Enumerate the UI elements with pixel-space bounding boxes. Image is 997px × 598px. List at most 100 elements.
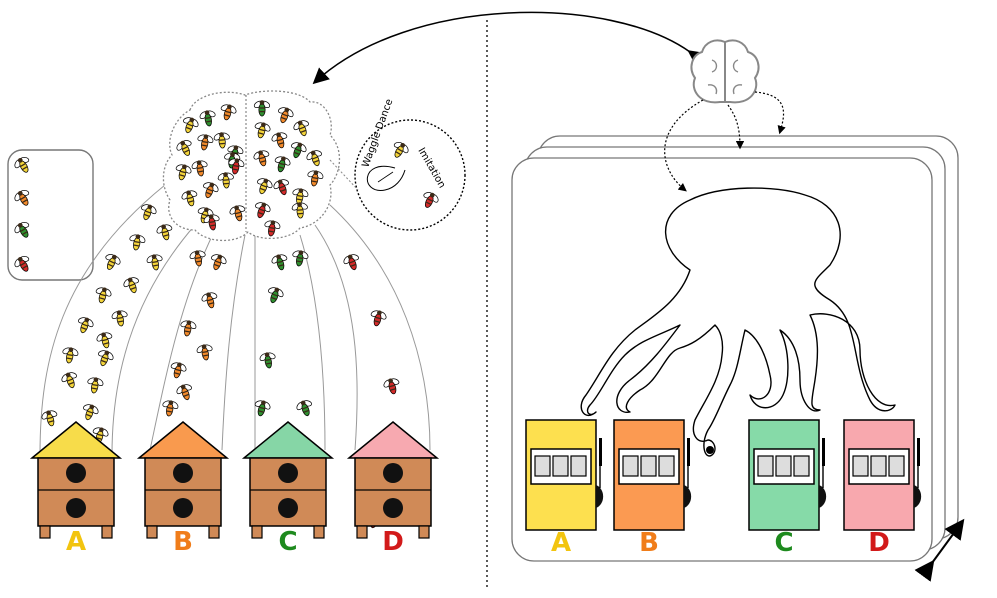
resize-arrow (914, 518, 965, 582)
slot-label-c: C (774, 528, 794, 558)
bee-icon (14, 157, 30, 173)
bee-icon (14, 190, 30, 206)
bee-icon (199, 110, 216, 127)
slot-machine-a (525, 419, 604, 531)
bee-icon (41, 410, 58, 427)
bee-icon (255, 202, 271, 219)
bee-icon (14, 222, 30, 238)
bee-icon (213, 132, 230, 149)
bee-icon (162, 400, 179, 417)
colony-cloud (162, 90, 341, 242)
bee-icon (307, 170, 324, 187)
bee-icon (95, 287, 112, 304)
hive-label-b: B (173, 527, 193, 557)
bee-icon (183, 117, 199, 134)
bee-icon (129, 234, 146, 251)
bee-icon (268, 287, 284, 304)
slot-machines (525, 419, 922, 531)
hives-group (29, 421, 440, 539)
bee-icon (98, 350, 114, 367)
bee-icon (271, 254, 288, 271)
flight-paths (39, 184, 431, 456)
bee-icon (393, 142, 409, 158)
colony-brain-arrow (312, 11, 706, 85)
slot-machine-d (843, 419, 922, 531)
memory-box (7, 149, 94, 281)
bee-icon (141, 204, 157, 221)
bee-icon (293, 120, 309, 137)
bee-icon (211, 254, 227, 271)
bee-icon (423, 192, 439, 208)
bee-icon (254, 400, 271, 417)
bee-icon (62, 347, 79, 364)
bee-icon (253, 100, 271, 117)
bee-icon (254, 122, 271, 139)
brain-arrow-1 (664, 99, 704, 192)
slot-label-b: B (639, 528, 659, 558)
slot-machine-c (748, 419, 827, 531)
slot-label-d: D (868, 528, 890, 558)
bee-icon (14, 256, 30, 272)
bee-icon (191, 160, 208, 177)
bee-icon (87, 377, 104, 394)
bee-icon (83, 404, 99, 421)
octopus-tentacle-eye (706, 446, 714, 454)
bee-icon (306, 150, 322, 167)
bee-icon (273, 179, 289, 196)
bee-icon (383, 378, 400, 395)
bee-icon (176, 384, 192, 401)
bee-icon (264, 220, 281, 237)
bee-icon (291, 202, 308, 219)
bee-icon (196, 344, 213, 361)
bee-icon (96, 332, 113, 349)
hive-label-d: D (382, 527, 404, 557)
bee-icon (111, 310, 128, 327)
bee-icon (259, 352, 276, 369)
hive-b (136, 421, 230, 539)
bee-icon (229, 205, 246, 222)
bee-icon (274, 156, 291, 173)
bee-icon (271, 132, 288, 149)
slot-machine-b (613, 419, 692, 531)
bee-icon (181, 190, 198, 207)
hive-label-a: A (65, 527, 87, 557)
bee-icon (189, 250, 206, 267)
bee-icon (146, 254, 163, 271)
bee-icon (220, 104, 237, 121)
bee-icon (78, 317, 94, 334)
bee-icon (292, 250, 309, 267)
bee-icon (278, 107, 294, 124)
inset-connector (329, 159, 359, 191)
bee-icon (170, 362, 187, 379)
waggle-loop (367, 165, 406, 191)
hive-label-c: C (278, 527, 298, 557)
bee-icon (61, 372, 77, 389)
hive-d (346, 421, 440, 539)
bee-icon (292, 188, 309, 205)
hive-a (29, 421, 123, 539)
waggle-loop-2 (377, 171, 394, 183)
bee-swarm (41, 100, 439, 529)
bee-icon (123, 277, 139, 294)
bee-icon (370, 310, 387, 327)
bee-icon (175, 164, 192, 181)
hive-c (241, 421, 335, 539)
bee-icon (228, 158, 245, 175)
brain-arrow-3 (754, 91, 786, 135)
bee-icon (257, 178, 273, 195)
bee-icon (296, 400, 312, 417)
waggle-inset-circle (354, 119, 466, 231)
bee-icon (156, 224, 173, 241)
slot-label-a: A (550, 528, 572, 558)
bee-icon (291, 142, 307, 159)
bee-icon (201, 292, 218, 309)
brain-icon (690, 39, 760, 104)
bee-icon (203, 182, 219, 199)
bee-icon (217, 172, 234, 189)
bee-icon (176, 140, 192, 156)
bee-icon (180, 320, 197, 337)
bee-icon (203, 214, 220, 231)
octopus (580, 187, 896, 457)
memory-bee-group (14, 157, 30, 272)
